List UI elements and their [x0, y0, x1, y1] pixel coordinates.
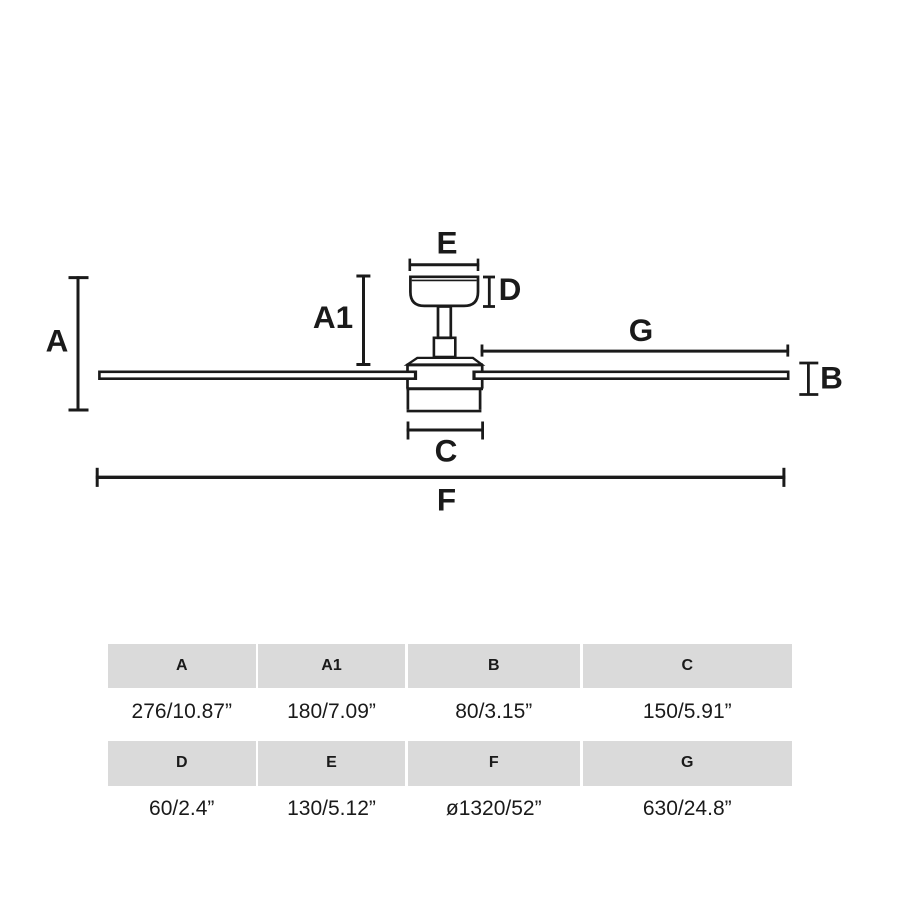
svg-text:E: E: [436, 225, 457, 261]
svg-text:F: F: [437, 482, 456, 518]
svg-text:G: G: [629, 312, 654, 348]
svg-text:A: A: [46, 323, 69, 359]
svg-text:A1: A1: [313, 299, 353, 335]
svg-text:D: D: [499, 271, 522, 307]
svg-text:C: C: [435, 433, 458, 469]
svg-text:B: B: [820, 360, 843, 396]
